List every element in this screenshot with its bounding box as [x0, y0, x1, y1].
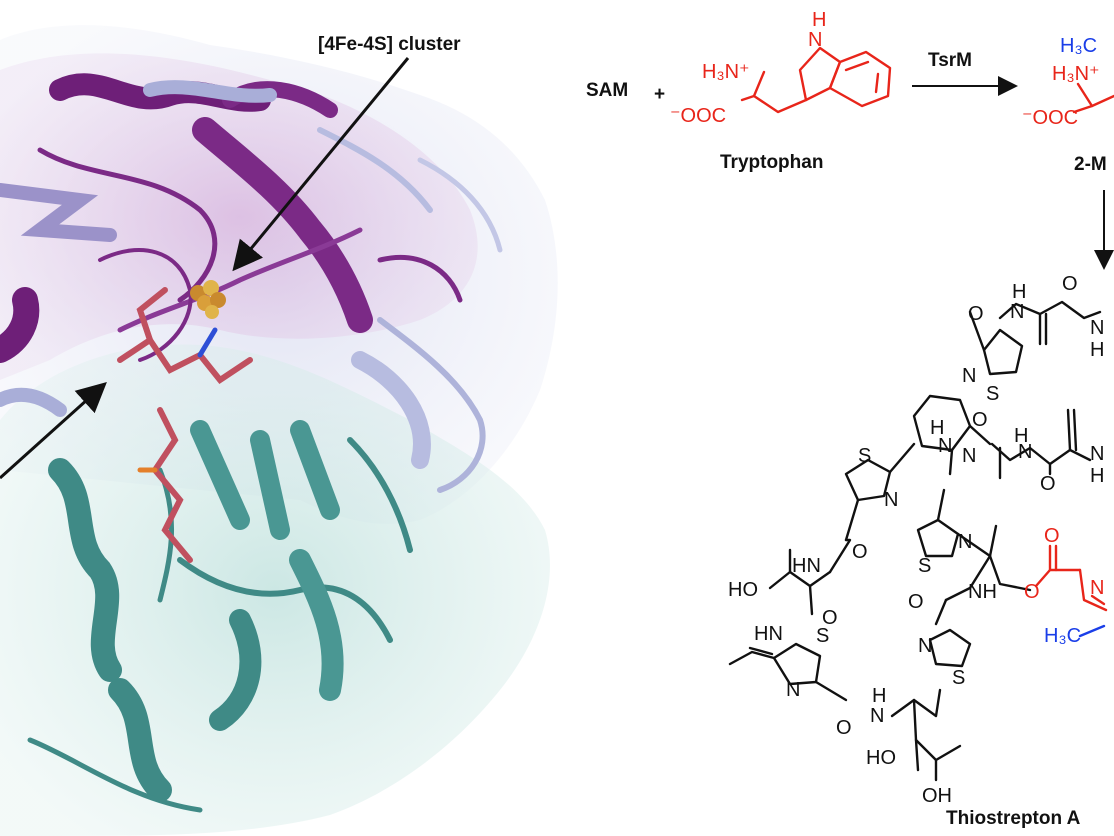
tryptophan-label: Tryptophan [720, 152, 823, 173]
svg-text:O: O [822, 607, 838, 629]
lavender-domain-ribbons [0, 80, 503, 493]
svg-text:O: O [1062, 273, 1078, 295]
svg-text:⁻OOC: ⁻OOC [670, 105, 726, 127]
cluster-pointer-arrow [232, 57, 410, 272]
svg-text:S: S [816, 625, 829, 647]
svg-text:N: N [1090, 577, 1104, 599]
methyl-tryptophan-partial: H₃C H₃N⁺ ⁻OOC [1022, 35, 1114, 129]
svg-text:O: O [972, 409, 988, 431]
svg-text:NH: NH [968, 581, 997, 603]
svg-text:H: H [1090, 465, 1104, 487]
svg-text:O: O [1024, 581, 1040, 603]
reaction-scheme: SAM + H N H₃N⁺ ⁻OOC Tryptophan TsrM H₃C … [586, 9, 1114, 829]
svg-text:H: H [872, 685, 886, 707]
sam-pointer-arrow [0, 381, 107, 480]
svg-text:N: N [808, 29, 822, 51]
svg-text:O: O [836, 717, 852, 739]
svg-text:N: N [1090, 317, 1104, 339]
tryptophan-structure: H N H₃N⁺ ⁻OOC [670, 9, 892, 127]
svg-text:O: O [1044, 525, 1060, 547]
svg-text:N: N [1010, 301, 1024, 323]
methyl-tryptophan-label: 2-M [1074, 154, 1107, 175]
tsrm-label: TsrM [928, 50, 972, 71]
sam-ligand-sticks [117, 287, 253, 563]
svg-text:HO: HO [728, 579, 758, 601]
svg-text:O: O [908, 591, 924, 613]
svg-text:N: N [962, 365, 976, 387]
svg-text:H: H [1014, 425, 1028, 447]
svg-text:H: H [1012, 281, 1026, 303]
svg-text:⁻OOC: ⁻OOC [1022, 107, 1078, 129]
cluster-label: [4Fe-4S] cluster [318, 34, 461, 55]
svg-text:H: H [930, 417, 944, 439]
svg-text:N: N [870, 705, 884, 727]
fe-s-cluster-spheres [190, 280, 226, 319]
svg-text:OH: OH [922, 785, 952, 807]
teal-domain-ribbons [27, 420, 413, 813]
svg-text:N: N [962, 445, 976, 467]
svg-text:N: N [938, 435, 952, 457]
svg-text:H₃C: H₃C [1044, 625, 1081, 647]
svg-text:S: S [918, 555, 931, 577]
purple-domain-ribbons [0, 73, 463, 363]
svg-text:S: S [986, 383, 999, 405]
thiostrepton-label: Thiostrepton A [946, 808, 1081, 829]
svg-text:N: N [1090, 443, 1104, 465]
svg-text:S: S [952, 667, 965, 689]
svg-text:HO: HO [866, 747, 896, 769]
protein-structure-panel: [4Fe-4S] cluster [0, 25, 558, 836]
svg-text:N: N [918, 635, 932, 657]
svg-text:H₃N⁺: H₃N⁺ [1052, 63, 1100, 85]
svg-text:N: N [1018, 441, 1032, 463]
svg-text:O: O [852, 541, 868, 563]
svg-text:N: N [786, 679, 800, 701]
svg-text:HN: HN [754, 623, 783, 645]
svg-text:N: N [958, 531, 972, 553]
svg-text:HN: HN [792, 555, 821, 577]
thiostrepton-structure: H N O O N H N S H N N O H N [728, 273, 1108, 807]
svg-text:H₃C: H₃C [1060, 35, 1097, 57]
sam-label: SAM [586, 80, 628, 101]
svg-text:N: N [884, 489, 898, 511]
plus-sign: + [654, 84, 665, 105]
svg-text:H₃N⁺: H₃N⁺ [702, 61, 750, 83]
svg-text:H: H [1090, 339, 1104, 361]
svg-text:S: S [858, 445, 871, 467]
svg-text:O: O [1040, 473, 1056, 495]
svg-text:H: H [812, 9, 826, 31]
